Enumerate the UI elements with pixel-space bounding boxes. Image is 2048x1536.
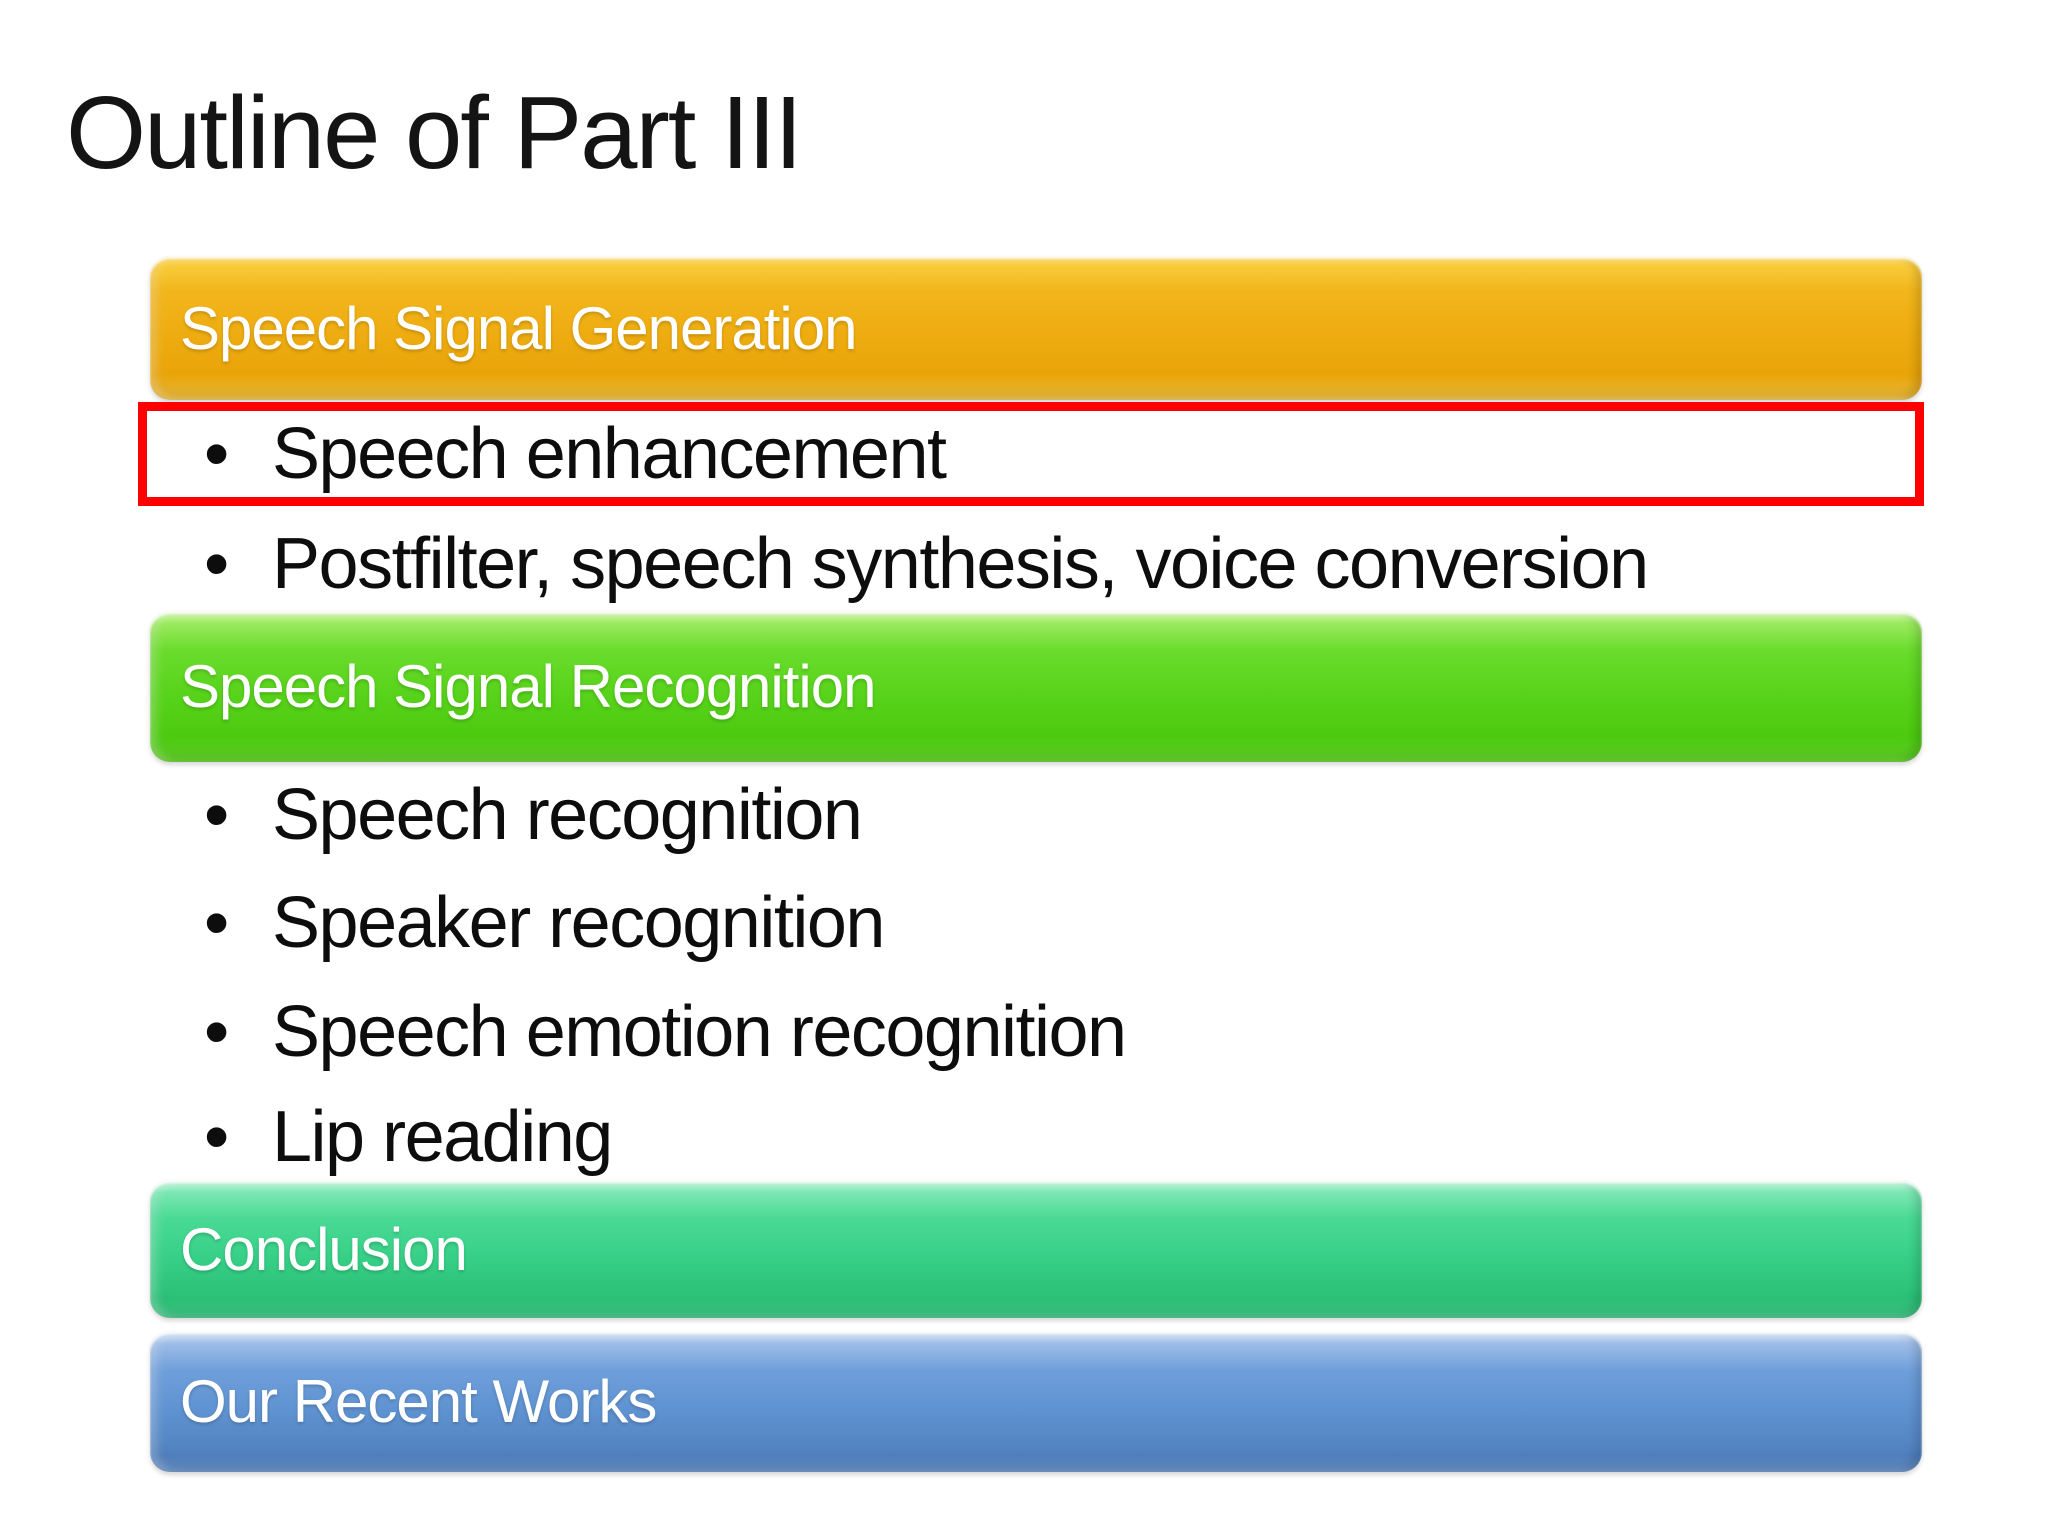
bullet-text: Lip reading — [272, 1097, 613, 1177]
highlight-outline-box — [138, 402, 1924, 506]
section-bar-speech-signal-recognition: Speech Signal Recognition — [150, 611, 1922, 762]
bullet-text: Speaker recognition — [272, 883, 885, 963]
bullet-item: • Speech recognition — [204, 764, 863, 866]
bullet-text: Speech emotion recognition — [272, 992, 1127, 1072]
bullet-marker-icon: • — [204, 414, 229, 494]
section-bar-label: Speech Signal Recognition — [180, 653, 876, 720]
bullet-marker-icon: • — [204, 524, 229, 604]
bullet-item: • Postfilter, speech synthesis, voice co… — [204, 513, 1649, 615]
section-bar-label: Speech Signal Generation — [180, 294, 857, 362]
bullet-marker-icon: • — [204, 775, 229, 855]
section-bar-our-recent-works: Our Recent Works — [150, 1331, 1922, 1472]
bullet-marker-icon: • — [204, 1097, 229, 1177]
bullet-item: • Lip reading — [204, 1086, 613, 1188]
section-bar-conclusion: Conclusion — [150, 1180, 1922, 1318]
bullet-item: • Speech emotion recognition — [204, 981, 1127, 1083]
bullet-item: • Speaker recognition — [204, 872, 885, 974]
bullet-text: Speech recognition — [272, 775, 863, 855]
section-bar-label: Conclusion — [180, 1215, 468, 1283]
bullet-marker-icon: • — [204, 883, 229, 963]
page-title: Outline of Part III — [66, 75, 803, 190]
section-bar-speech-signal-generation: Speech Signal Generation — [150, 256, 1922, 400]
bullet-text: Postfilter, speech synthesis, voice conv… — [272, 524, 1649, 604]
bullet-marker-icon: • — [204, 992, 229, 1072]
bullet-item: • Speech enhancement — [204, 403, 947, 505]
section-bar-label: Our Recent Works — [180, 1368, 657, 1435]
bullet-text: Speech enhancement — [272, 414, 947, 494]
